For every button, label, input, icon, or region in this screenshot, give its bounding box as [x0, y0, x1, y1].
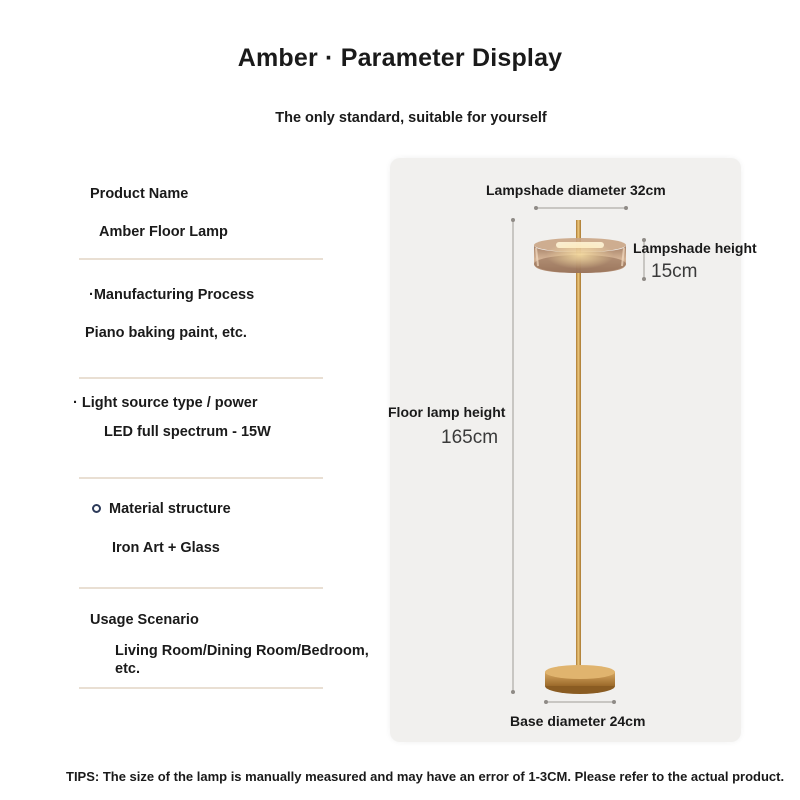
lampshade-height-measure: [642, 238, 646, 281]
spec-divider: [79, 687, 323, 689]
lampshade: [534, 238, 626, 273]
lampshade-diameter-measure: [534, 206, 628, 210]
spec-label-manufacturing-process: ·Manufacturing Process: [89, 287, 255, 303]
base-diameter-label: Base diameter 24cm: [510, 713, 646, 729]
spec-label-material-structure: Material structure: [92, 501, 231, 517]
page-title: Amber · Parameter Display: [237, 44, 563, 72]
circle-bullet-icon: [92, 503, 101, 513]
base-diameter-measure: [544, 700, 616, 704]
spec-divider: [79, 377, 323, 379]
spec-value-material-structure: Iron Art + Glass: [112, 540, 220, 556]
spec-value-product-name: Amber Floor Lamp: [99, 224, 228, 240]
lamp-pole: [576, 220, 581, 672]
lampshade-height-label: Lampshade height: [633, 240, 757, 256]
spec-value-light-source: LED full spectrum - 15W: [104, 424, 271, 440]
spec-divider: [79, 587, 323, 589]
height-measure-line: [511, 218, 515, 694]
floor-lamp-height-value: 165cm: [441, 427, 499, 448]
spec-label-text: Material structure: [109, 501, 231, 517]
spec-label-usage-scenario: Usage Scenario: [90, 612, 199, 628]
tips-footer: TIPS: The size of the lamp is manually m…: [66, 769, 785, 784]
spec-divider: [79, 477, 323, 479]
lamp-base: [545, 665, 615, 694]
spec-label-light-source: · Light source type / power: [73, 395, 258, 411]
spec-label-product-name: Product Name: [90, 186, 189, 202]
spec-value-manufacturing-process: Piano baking paint, etc.: [85, 325, 247, 341]
lampshade-height-value: 15cm: [651, 261, 698, 282]
spec-divider: [79, 258, 323, 260]
page-subtitle: The only standard, suitable for yourself: [275, 110, 547, 126]
floor-lamp-height-label: Floor lamp height: [388, 404, 506, 420]
spec-value-usage-scenario: Living Room/Dining Room/Bedroom, etc.: [115, 643, 369, 677]
lampshade-diameter-label: Lampshade diameter 32cm: [486, 182, 666, 198]
